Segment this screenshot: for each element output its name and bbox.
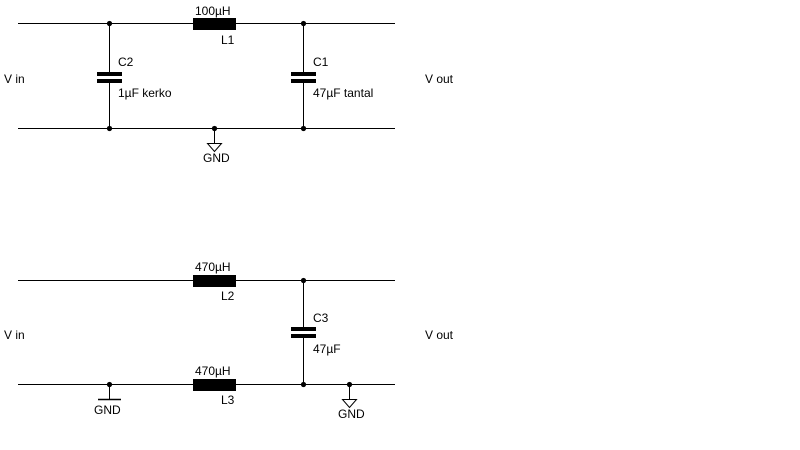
label-gnd-b-left: GND: [94, 403, 121, 417]
label-c1-ref: C1: [313, 55, 329, 69]
label-c2-ref: C2: [118, 55, 134, 69]
label-gnd-b-right: GND: [338, 407, 365, 421]
junction-dot: [346, 381, 353, 388]
junction-dot: [106, 381, 113, 388]
junction-dot: [211, 125, 218, 132]
ground-a-icon: [206, 143, 223, 153]
circuit-a: V in V out 100µH L1 C2 1µF kerko C1 47µF…: [4, 4, 454, 165]
capacitor-c2-plate-top: [97, 72, 122, 76]
inductor-l3: [193, 379, 236, 391]
label-l3-value: 470µH: [195, 364, 231, 378]
capacitor-c1-plate-bottom: [291, 79, 316, 83]
junction-dot: [106, 20, 113, 27]
label-l3-ref: L3: [221, 393, 235, 407]
label-l2-value: 470µH: [195, 260, 231, 274]
ground-b-icon: [341, 399, 358, 409]
capacitor-c3-plate-top: [291, 327, 316, 331]
inductor-l2: [193, 275, 236, 287]
junction-dot: [106, 125, 113, 132]
label-vout-a: V out: [425, 72, 454, 86]
label-l1-value: 100µH: [195, 4, 231, 18]
junction-dot: [300, 125, 307, 132]
label-vin-a: V in: [4, 72, 25, 86]
capacitor-c1-plate-top: [291, 72, 316, 76]
label-vin-b: V in: [4, 328, 25, 342]
label-c3-ref: C3: [313, 311, 329, 325]
label-gnd-a: GND: [203, 151, 230, 165]
capacitor-c3-plate-bottom: [291, 334, 316, 338]
inductor-l1: [193, 18, 236, 30]
label-c1-value: 47µF tantal: [313, 86, 373, 100]
label-c3-value: 47µF: [313, 342, 341, 356]
label-l1-ref: L1: [221, 33, 235, 47]
junction-dot: [300, 381, 307, 388]
capacitor-c2-plate-bottom: [97, 79, 122, 83]
junction-dot: [300, 277, 307, 284]
label-l2-ref: L2: [221, 289, 235, 303]
circuit-b: V in V out 470µH L2 C3 47µF 470µH L3 GND…: [4, 260, 454, 421]
label-c2-value: 1µF kerko: [118, 86, 172, 100]
label-vout-b: V out: [425, 328, 454, 342]
junction-dot: [300, 20, 307, 27]
